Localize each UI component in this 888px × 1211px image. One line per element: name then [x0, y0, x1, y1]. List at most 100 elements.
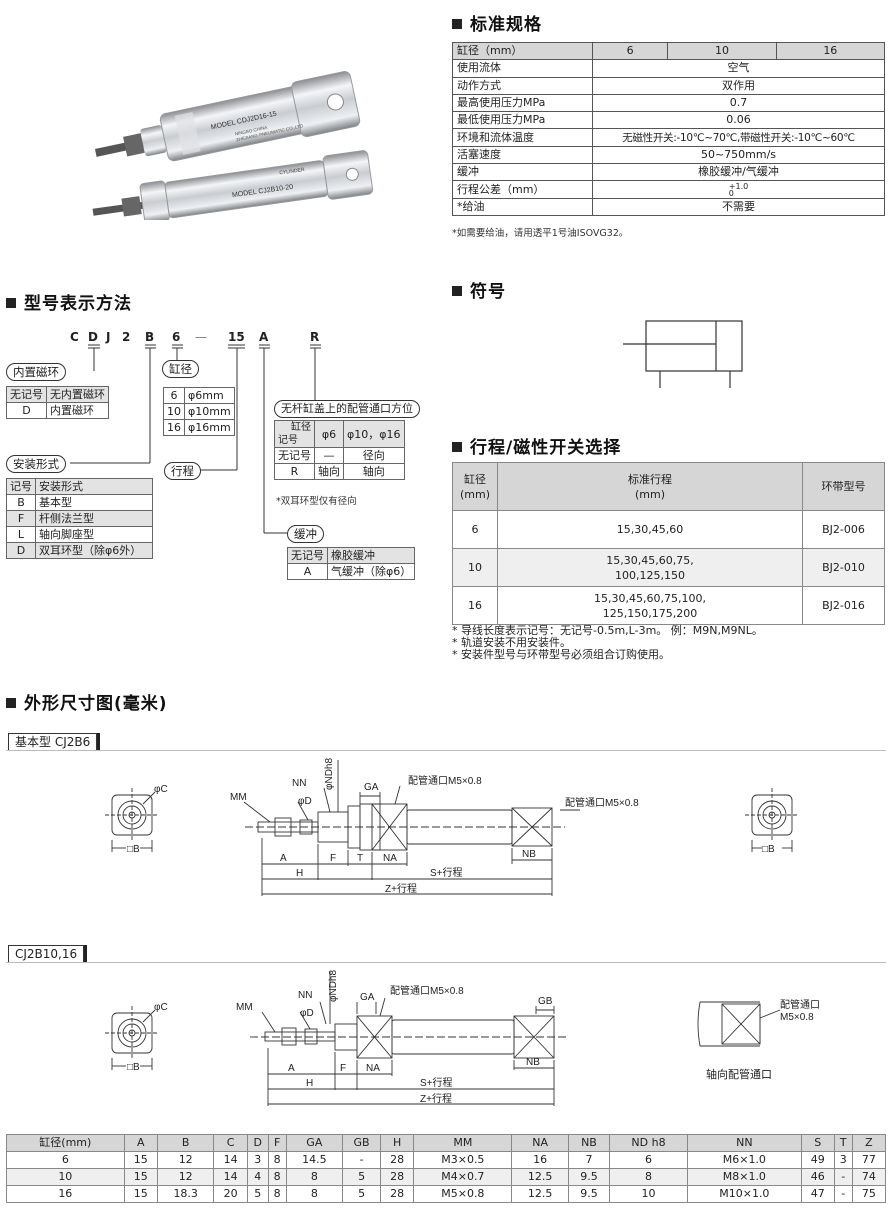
dim-header-cell: 缸径(mm) — [6, 1134, 125, 1152]
dim-header-cell: C — [213, 1134, 248, 1152]
dim1-b-label: □B — [127, 844, 140, 855]
mount-head-code: 记号 — [6, 478, 36, 495]
dim-cell: 5 — [342, 1168, 382, 1186]
code-r: R — [310, 330, 320, 344]
dim-cell: 12 — [156, 1151, 215, 1169]
stroke-values-line: 15,30,45,60,75,100, — [594, 591, 706, 605]
dim-cell: 20 — [213, 1185, 248, 1203]
dim1-port-label-1: 配管通口M5×0.8 — [408, 774, 482, 787]
dim2-nn-label: NN — [298, 990, 312, 1001]
bore-desc: φ10mm — [184, 403, 235, 420]
dim-header-cell: NN — [687, 1134, 802, 1152]
code-d: D — [88, 330, 98, 344]
dim2-nb-label: NB — [526, 1057, 540, 1068]
photo-brand: CYLINDER — [279, 167, 305, 177]
port-col-6: φ6 — [314, 420, 344, 448]
dim-cell: - — [833, 1185, 853, 1203]
stroke-row: 10 15,30,45,60,75,100,125,150 BJ2-010 — [452, 548, 885, 587]
dim-cell: 3 — [246, 1151, 269, 1169]
axial-port-caption: 轴向配管通口 — [706, 1067, 772, 1081]
dim-header-cell: D — [246, 1134, 269, 1152]
bore-code: 16 — [163, 419, 185, 436]
stroke-values-line: 15,30,45,60,75, — [606, 553, 694, 567]
port-head-bore: 缸径 — [291, 422, 311, 433]
bore-code: 6 — [163, 387, 185, 404]
photo-model-prefix-2: MODEL — [232, 189, 258, 199]
dim-cell: M8×1.0 — [687, 1168, 802, 1186]
dim-cell: 8 — [608, 1168, 689, 1186]
stroke-band: BJ2-010 — [802, 548, 885, 587]
dim2-gb-label: GB — [538, 996, 553, 1007]
mount-desc: 双耳环型（除φ6外） — [35, 542, 153, 559]
photo-bottom-model: CJ2B10-20 — [258, 184, 294, 196]
stroke-band: BJ2-016 — [802, 586, 885, 625]
dim-cell: 6 — [6, 1151, 125, 1169]
stroke-values: 15,30,45,60,75,100,125,150,175,200 — [497, 586, 803, 625]
spec-header-row: 缸径（mm） 6 10 16 — [452, 41, 886, 61]
spec-row-value: 空气 — [592, 59, 885, 78]
port-val-6: 轴向 — [314, 463, 344, 480]
photo-maker-line1: NINGBO CHINA — [234, 125, 267, 137]
symbol-title: 符号 — [452, 277, 506, 302]
dim-cell: 9.5 — [567, 1168, 611, 1186]
dim-cell: 15 — [123, 1185, 158, 1203]
code-j: J — [106, 330, 111, 344]
dim-header-cell: Z — [851, 1134, 887, 1152]
dim-cell: 4 — [246, 1168, 269, 1186]
dim2-a-label: A — [288, 1063, 295, 1074]
dim-cell: M6×1.0 — [687, 1151, 802, 1169]
dim1-mm-label: MM — [230, 792, 247, 803]
port-head-cell: 缸径记号 — [274, 420, 315, 448]
mount-desc: 轴向脚座型 — [35, 526, 153, 543]
dim-header-cell: A — [123, 1134, 158, 1152]
dim2-s-label: S+行程 — [420, 1076, 453, 1089]
square-bullet-icon — [6, 298, 16, 308]
dim-cell: 8 — [267, 1151, 287, 1169]
magnet-code: 无记号 — [6, 386, 47, 403]
spec-row-label: 最高使用压力MPa — [452, 93, 593, 113]
dim-cell: M10×1.0 — [687, 1185, 802, 1203]
port-bubble: 无杆缸盖上的配管通口方位 — [274, 400, 420, 418]
dim-cell: 12 — [156, 1168, 215, 1186]
dim-cell: 12.5 — [511, 1168, 569, 1186]
stroke-values-line: 125,150,175,200 — [602, 606, 698, 620]
dim-header-cell: S — [800, 1134, 835, 1152]
code-a: A — [259, 330, 269, 344]
dim1-nb-label: NB — [522, 849, 536, 860]
dim-header-cell: B — [156, 1134, 215, 1152]
dim2-h-label: H — [306, 1078, 313, 1089]
spec-row-label: 动作方式 — [452, 76, 593, 95]
dim-cell: - — [342, 1151, 382, 1169]
cushion-bubble: 缓冲 — [287, 525, 324, 543]
dim2-na-label: NA — [366, 1063, 380, 1074]
model-title: 型号表示方法 — [6, 289, 132, 314]
dim-cell: - — [833, 1168, 853, 1186]
dim-cell: M4×0.7 — [413, 1168, 513, 1186]
code-2: 2 — [122, 330, 131, 344]
stroke-header-stroke: 标准行程 (mm) — [497, 462, 803, 511]
dim2-b-label: □B — [127, 1062, 140, 1073]
dim-header-cell: T — [833, 1134, 853, 1152]
divider — [6, 962, 886, 963]
code-b: B — [145, 330, 155, 344]
magnet-code: D — [6, 402, 47, 419]
spec-row-label: 缓冲 — [452, 163, 593, 182]
dim-cell: 77 — [851, 1151, 887, 1169]
spec-row-value: 无磁性开关:-10℃~70℃,带磁性开关:-10℃~60℃ — [592, 128, 885, 147]
dim-cell: 16 — [511, 1151, 569, 1169]
dim2-c-label: φC — [154, 1002, 168, 1013]
stroke-values-line: 100,125,150 — [615, 568, 685, 582]
bore-desc: φ6mm — [184, 387, 235, 404]
dim-cell: 6 — [608, 1151, 689, 1169]
symbol-title-text: 符号 — [470, 282, 506, 302]
dim1-t-label: T — [357, 853, 363, 864]
outline-title-text: 外形尺寸图(毫米) — [24, 694, 168, 714]
dim-header-cell: ND h8 — [608, 1134, 689, 1152]
axial-port-label: 配管通口 — [780, 998, 820, 1011]
dim-cell: 8 — [285, 1168, 344, 1186]
